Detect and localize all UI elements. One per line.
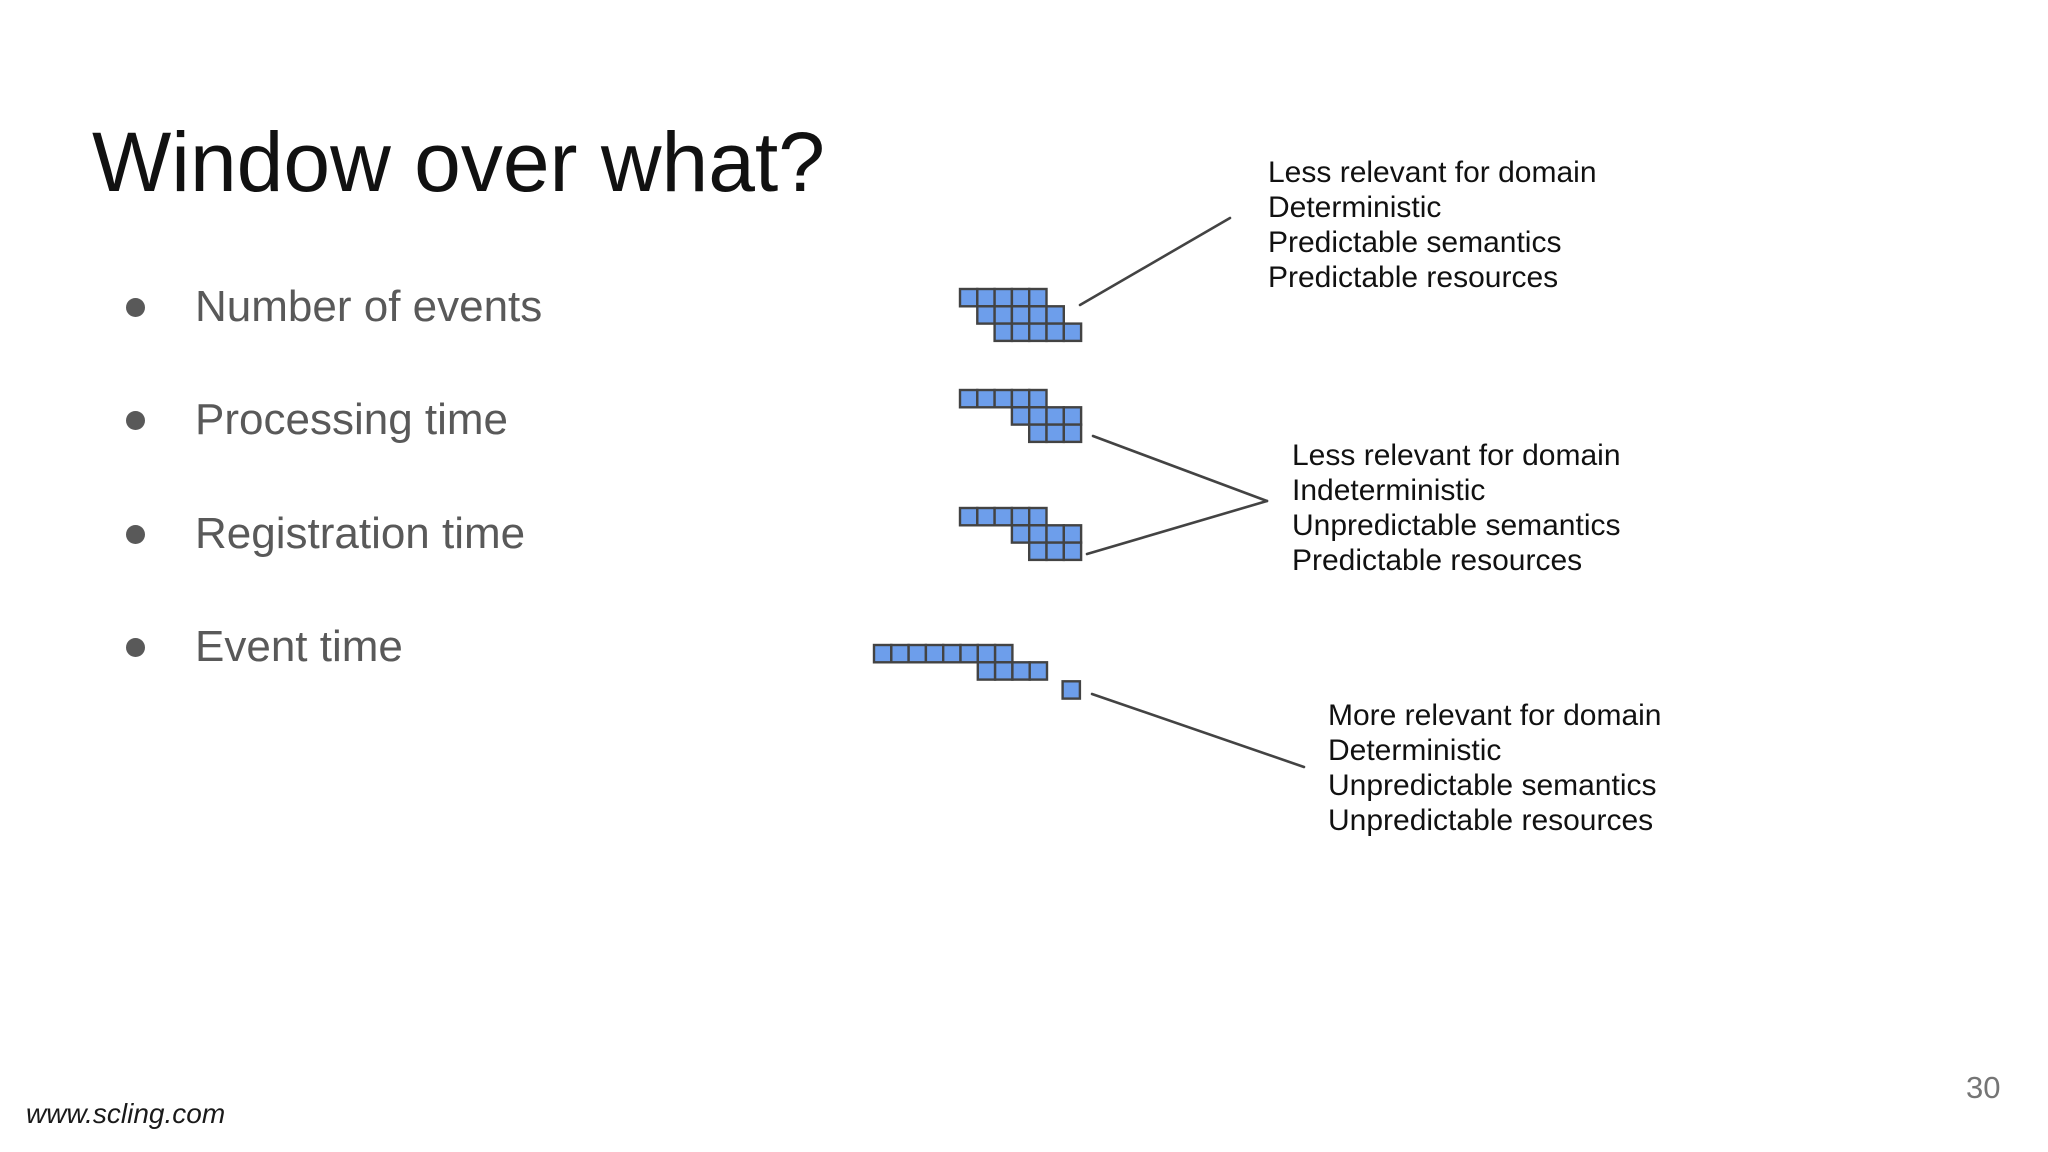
event-square [1027,305,1048,325]
event-square [1045,305,1065,325]
bullet-item-processing-time: Processing time [126,393,508,447]
annotation-line: Unpredictable resources [1328,804,1654,837]
event-square [993,643,1014,664]
callout-connector-line [1078,216,1232,307]
event-square [1061,680,1082,700]
event-square [993,287,1014,308]
event-square [1062,423,1083,444]
event-square [1027,541,1048,562]
callout-connector-line [1091,434,1269,503]
event-square [890,643,910,664]
event-square [993,388,1014,409]
event-square [1027,388,1048,409]
annotation-line: Unpredictable semantics [1328,769,1657,802]
annotation-line: Deterministic [1268,191,1442,224]
bullet-dot-icon [126,637,145,657]
event-square [1045,423,1065,444]
event-square [907,643,928,664]
bullet-item-event-time: Event time [126,620,403,674]
event-square [1045,524,1065,544]
event-square [976,661,997,681]
event-square [958,506,979,527]
event-square [1027,506,1048,527]
bullet-item-label: Number of events [195,282,543,331]
event-square [1027,423,1048,444]
bullet-dot-icon [126,297,145,317]
annotation-line: More relevant for domain [1328,699,1662,732]
bullet-dot-icon [126,524,145,544]
event-square [993,322,1014,343]
event-square [1045,322,1065,343]
event-square [1062,322,1083,343]
count-window-squares [958,287,1083,343]
event-square [958,287,979,308]
event-square [872,643,893,664]
event-square [959,643,979,664]
callout-connector-line [1090,692,1306,769]
event-square [1028,661,1049,681]
annotation-count-window: Less relevant for domain Deterministic P… [1268,155,1597,295]
annotation-event-time-window: More relevant for domain Deterministic U… [1328,698,1662,838]
event-square [976,388,996,409]
event-time-window-squares [872,643,1082,700]
page-number: 30 [1966,1070,2001,1105]
annotation-line: Predictable semantics [1268,226,1562,259]
event-square [1027,524,1048,544]
annotation-line: Less relevant for domain [1292,439,1621,472]
event-square [976,506,996,527]
event-square [1062,524,1083,544]
bullet-dot-icon [126,410,145,430]
annotation-line: Unpredictable semantics [1292,509,1621,542]
annotation-line: Indeterministic [1292,474,1486,507]
event-square [1010,322,1031,343]
slide-title: Window over what? [92,115,825,209]
event-square [1027,287,1048,308]
event-square [993,506,1014,527]
event-square [1010,388,1031,409]
callout-connector-line [1085,499,1269,556]
bullet-item-registration-time: Registration time [126,507,525,561]
event-square [1045,406,1065,426]
event-square [993,305,1014,325]
event-square [1011,661,1031,681]
footer-url: www.scling.com [26,1098,226,1129]
registration-time-window-squares [958,506,1083,562]
annotation-processing-registration-windows: Less relevant for domain Indeterministic… [1292,438,1621,578]
event-square [1010,524,1031,544]
event-square [942,643,962,664]
bullet-item-number-of-events: Number of events [126,280,542,334]
event-square [1027,322,1048,343]
bullet-item-label: Registration time [195,509,526,558]
event-square [924,643,945,664]
event-square [1010,305,1031,325]
event-square [1027,406,1048,426]
bullet-item-label: Processing time [195,395,509,444]
annotation-line: Deterministic [1328,734,1502,767]
annotation-line: Predictable resources [1292,544,1583,577]
event-square [976,287,996,308]
event-square [1062,406,1083,426]
event-square [993,661,1014,681]
event-square [958,388,979,409]
annotation-line: Predictable resources [1268,261,1559,294]
event-square [1045,541,1065,562]
bullet-item-label: Event time [195,622,403,671]
event-square [1062,541,1083,562]
annotation-line: Less relevant for domain [1268,156,1597,189]
processing-time-window-squares [958,388,1083,444]
event-square [1010,406,1031,426]
event-square [1010,506,1031,527]
event-square [976,305,996,325]
event-square [1010,287,1031,308]
event-square [976,643,997,664]
